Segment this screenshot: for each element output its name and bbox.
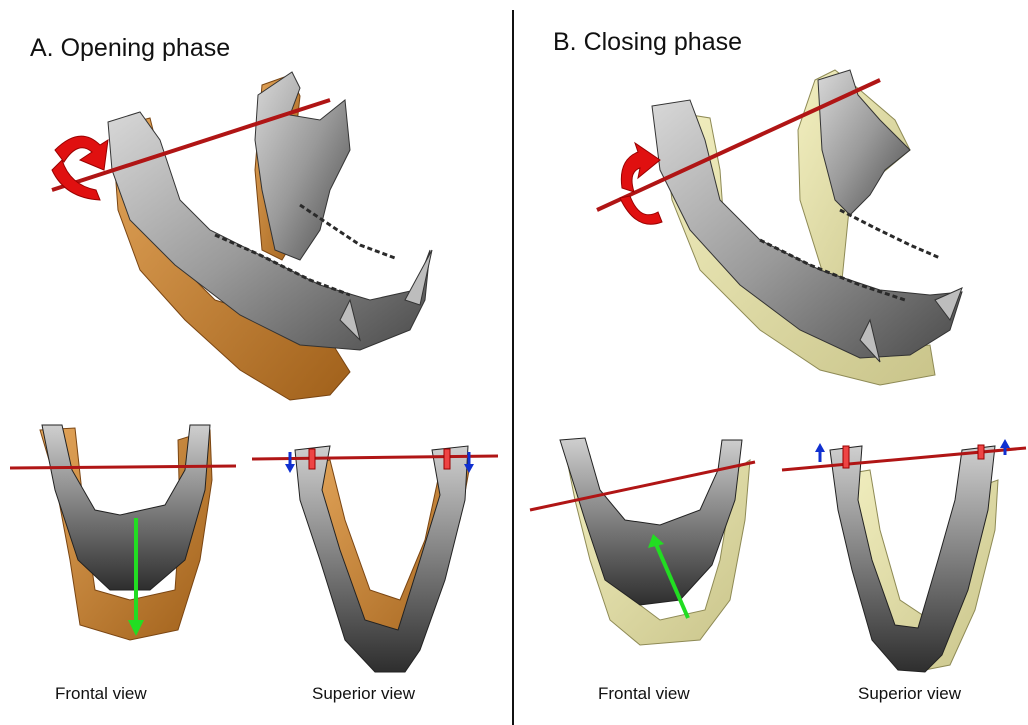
- opening-left-down-arrow-icon: [285, 452, 295, 473]
- closing-lateral-view: [597, 70, 962, 385]
- closing-superior-view: [782, 439, 1026, 672]
- closing-right-condyle-marker: [978, 445, 984, 459]
- opening-rotation-arrow-icon: [52, 136, 108, 200]
- opening-lateral-view: [52, 72, 432, 400]
- closing-left-condyle-marker: [843, 446, 849, 468]
- opening-right-condyle-marker: [444, 449, 450, 469]
- opening-superior-reference: [295, 446, 468, 672]
- opening-frontal-view: [10, 425, 236, 640]
- closing-right-up-arrow-icon: [1000, 439, 1010, 455]
- closing-frontal-view: [530, 438, 755, 645]
- opening-left-condyle-marker: [309, 449, 315, 469]
- opening-canine: [405, 250, 432, 305]
- closing-left-up-arrow-icon: [815, 443, 825, 462]
- closing-superior-reference: [830, 446, 995, 672]
- opening-superior-view: [252, 446, 498, 672]
- opening-frontal-axis: [10, 466, 236, 468]
- closing-tooth-row-far: [840, 210, 940, 258]
